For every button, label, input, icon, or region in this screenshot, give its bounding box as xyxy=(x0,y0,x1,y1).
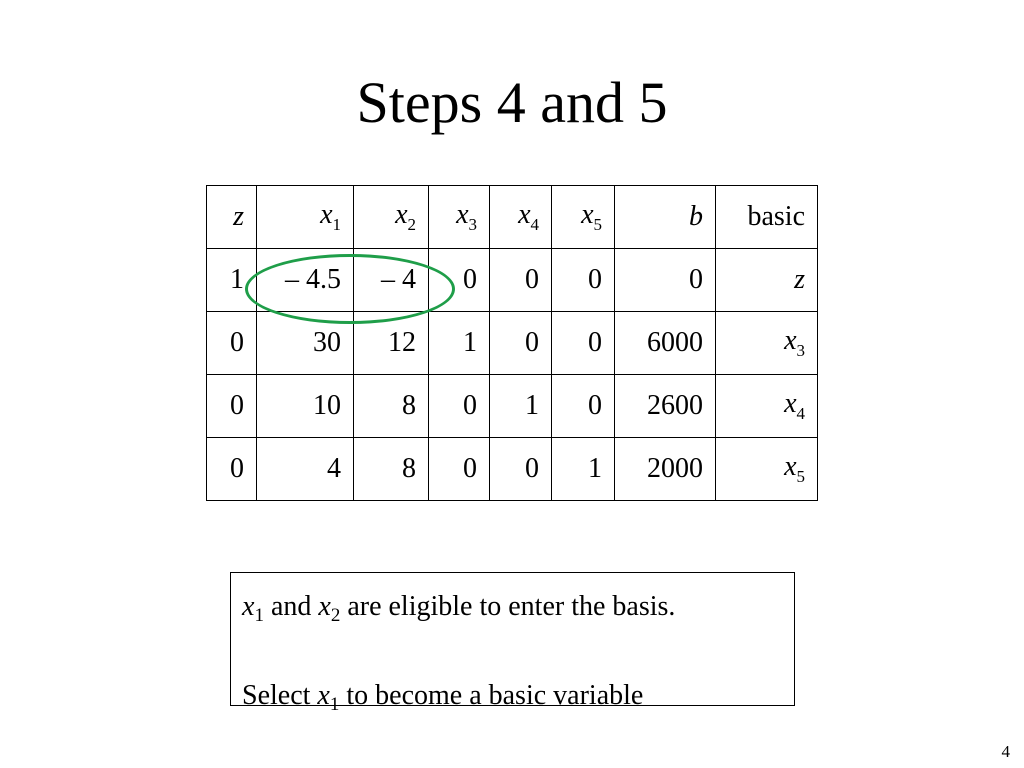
page-number: 4 xyxy=(1001,742,1011,761)
basic-variable-cell: x3 xyxy=(715,311,818,375)
header-x2: x2 xyxy=(353,185,429,249)
tableau-header-row: z x1 x2 x3 x4 x5 b basic xyxy=(206,185,818,249)
note-line-1: x1 and x2 are eligible to enter the basi… xyxy=(242,591,676,626)
header-x1: x1 xyxy=(256,185,354,249)
table-cell: 2600 xyxy=(614,374,716,438)
slide-title: Steps 4 and 5 xyxy=(356,70,668,135)
table-cell: 8 xyxy=(353,437,429,501)
table-cell: 0 xyxy=(551,248,615,312)
explanation-box: x1 and x2 are eligible to enter the basi… xyxy=(230,572,795,715)
table-cell: 0 xyxy=(428,437,490,501)
table-cell: 8 xyxy=(353,374,429,438)
table-cell: 0 xyxy=(551,311,615,375)
header-b: b xyxy=(614,185,716,249)
table-cell: 0 xyxy=(551,374,615,438)
basic-variable-cell: x5 xyxy=(715,437,818,501)
basic-variable-cell: x4 xyxy=(715,374,818,438)
highlight-ellipse xyxy=(245,254,455,324)
table-cell: 1 xyxy=(489,374,552,438)
table-cell: 0 xyxy=(614,248,716,312)
basic-variable-cell: z xyxy=(715,248,818,312)
tableau-row-x3: 0 30 12 1 0 0 6000 x3 xyxy=(206,311,818,375)
table-cell: 0 xyxy=(489,437,552,501)
header-x3: x3 xyxy=(428,185,490,249)
table-cell: 10 xyxy=(256,374,354,438)
table-cell: 0 xyxy=(428,374,490,438)
table-cell: 1 xyxy=(428,311,490,375)
table-cell: 0 xyxy=(489,248,552,312)
tableau-row-x5: 0 4 8 0 0 1 2000 x5 xyxy=(206,437,818,501)
simplex-tableau: z x1 x2 x3 x4 x5 b basic 1 – 4.5 – 4 0 0… xyxy=(206,185,818,501)
table-cell: 0 xyxy=(206,311,257,375)
header-z: z xyxy=(206,185,257,249)
header-x4: x4 xyxy=(489,185,552,249)
table-cell: 1 xyxy=(551,437,615,501)
table-cell: 4 xyxy=(256,437,354,501)
table-cell: 2000 xyxy=(614,437,716,501)
header-x5: x5 xyxy=(551,185,615,249)
tableau-row-x4: 0 10 8 0 1 0 2600 x4 xyxy=(206,374,818,438)
note-line-2: Select x1 to become a basic variable xyxy=(242,680,644,715)
table-cell: 0 xyxy=(206,374,257,438)
table-cell: 0 xyxy=(489,311,552,375)
table-cell: 0 xyxy=(206,437,257,501)
header-basic: basic xyxy=(715,185,818,249)
table-cell: 6000 xyxy=(614,311,716,375)
